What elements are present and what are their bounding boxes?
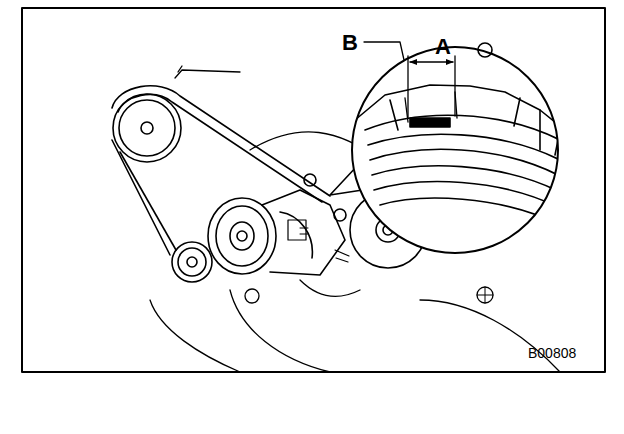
tensioner-pulley [208,174,349,275]
drive-belt [112,86,330,255]
frame [22,8,605,372]
inset-detail [352,43,565,253]
idler-pulley [172,242,212,282]
dimension-letter: B [342,32,358,54]
crank-pulley [113,94,181,162]
dimension-letter: A [435,36,451,58]
figure-code: B00808 [528,346,576,360]
